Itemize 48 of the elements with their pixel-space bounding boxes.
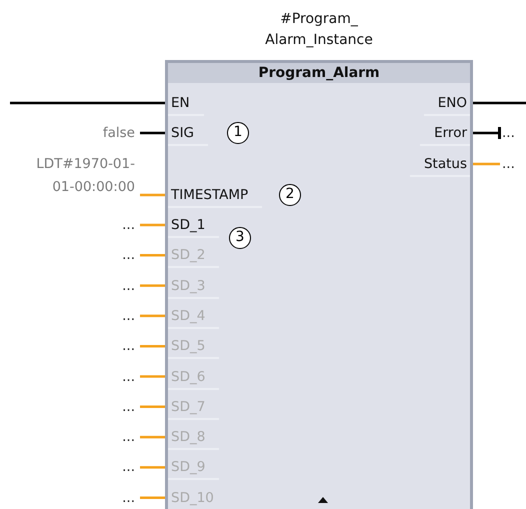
parameter-value: ...	[500, 153, 515, 175]
connection-line	[140, 466, 165, 469]
pin-label: SD_5	[168, 335, 220, 360]
pin-label: SD_1	[168, 214, 220, 238]
pin-label: SD_2	[168, 244, 220, 268]
pin-label: Error	[420, 122, 470, 146]
pin-label: SD_10	[168, 486, 228, 509]
connection-line	[140, 254, 165, 257]
parameter-value: ...	[122, 335, 140, 358]
connection-line	[140, 194, 165, 196]
pin-label: SD_7	[168, 396, 220, 420]
connection-line	[140, 496, 165, 499]
parameter-value: ...	[122, 366, 140, 388]
pin-label: Status	[410, 153, 470, 177]
connection-line	[140, 284, 165, 287]
pin-label: EN	[168, 92, 204, 116]
parameter-value: ...	[500, 122, 515, 144]
parameter-value: ...	[122, 426, 140, 448]
connection-line	[140, 436, 165, 438]
pin-label: SD_9	[168, 456, 220, 480]
pin-label: SD_8	[168, 426, 220, 450]
parameter-value: ...	[122, 486, 140, 509]
parameter-value: false	[102, 122, 140, 144]
connection-line	[140, 406, 165, 408]
connection-line	[140, 224, 165, 226]
connection-line	[10, 102, 165, 104]
parameter-value: ...	[122, 274, 140, 297]
connection-line	[473, 162, 500, 166]
parameter-value: ...	[122, 244, 140, 266]
parameter-value: ...	[122, 304, 140, 327]
pin-label: SD_6	[168, 366, 220, 390]
connection-line	[140, 314, 165, 318]
parameter-value: ...	[122, 396, 140, 418]
instance-name: #Program_ Alarm_Instance	[264, 10, 374, 50]
pin-label: SD_3	[168, 274, 220, 299]
pin-label: ENO	[424, 92, 470, 116]
parameter-value: LDT#1970-01- 01-00:00:00	[10, 153, 140, 199]
connection-line	[473, 127, 501, 139]
connection-line	[473, 102, 526, 104]
pin-label: SD_4	[168, 304, 220, 329]
parameter-value: ...	[122, 214, 140, 236]
connection-line	[140, 344, 165, 348]
connection-line	[140, 132, 165, 134]
block-header: Program_Alarm	[168, 63, 470, 83]
pin-label: TIMESTAMP	[168, 184, 262, 208]
pin-label: SIG	[168, 122, 208, 146]
parameter-value: ...	[122, 456, 140, 478]
connection-line	[140, 375, 165, 378]
